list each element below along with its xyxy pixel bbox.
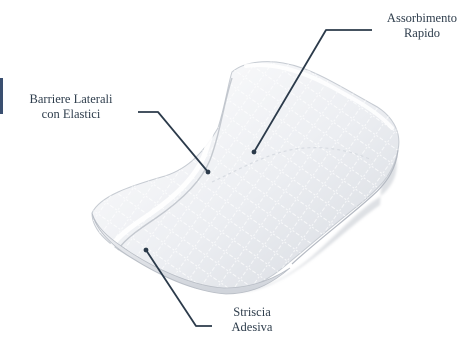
label-assorbimento-line1: Assorbimento [372, 11, 472, 26]
label-assorbimento-line2: Rapido [372, 26, 472, 41]
label-barriere-line1: Barriere Laterali [8, 92, 134, 107]
label-striscia-line2: Adesiva [212, 320, 292, 335]
label-assorbimento-rapido: Assorbimento Rapido [372, 11, 472, 41]
label-barriere-line2: con Elastici [8, 107, 134, 122]
label-striscia-line1: Striscia [212, 305, 292, 320]
label-barriere-laterali: Barriere Laterali con Elastici [8, 92, 134, 122]
label-striscia-adesiva: Striscia Adesiva [212, 305, 292, 335]
leader-barriere-endpoint [206, 170, 211, 175]
leader-assorbimento-endpoint [252, 150, 257, 155]
leader-striscia-endpoint [144, 248, 149, 253]
